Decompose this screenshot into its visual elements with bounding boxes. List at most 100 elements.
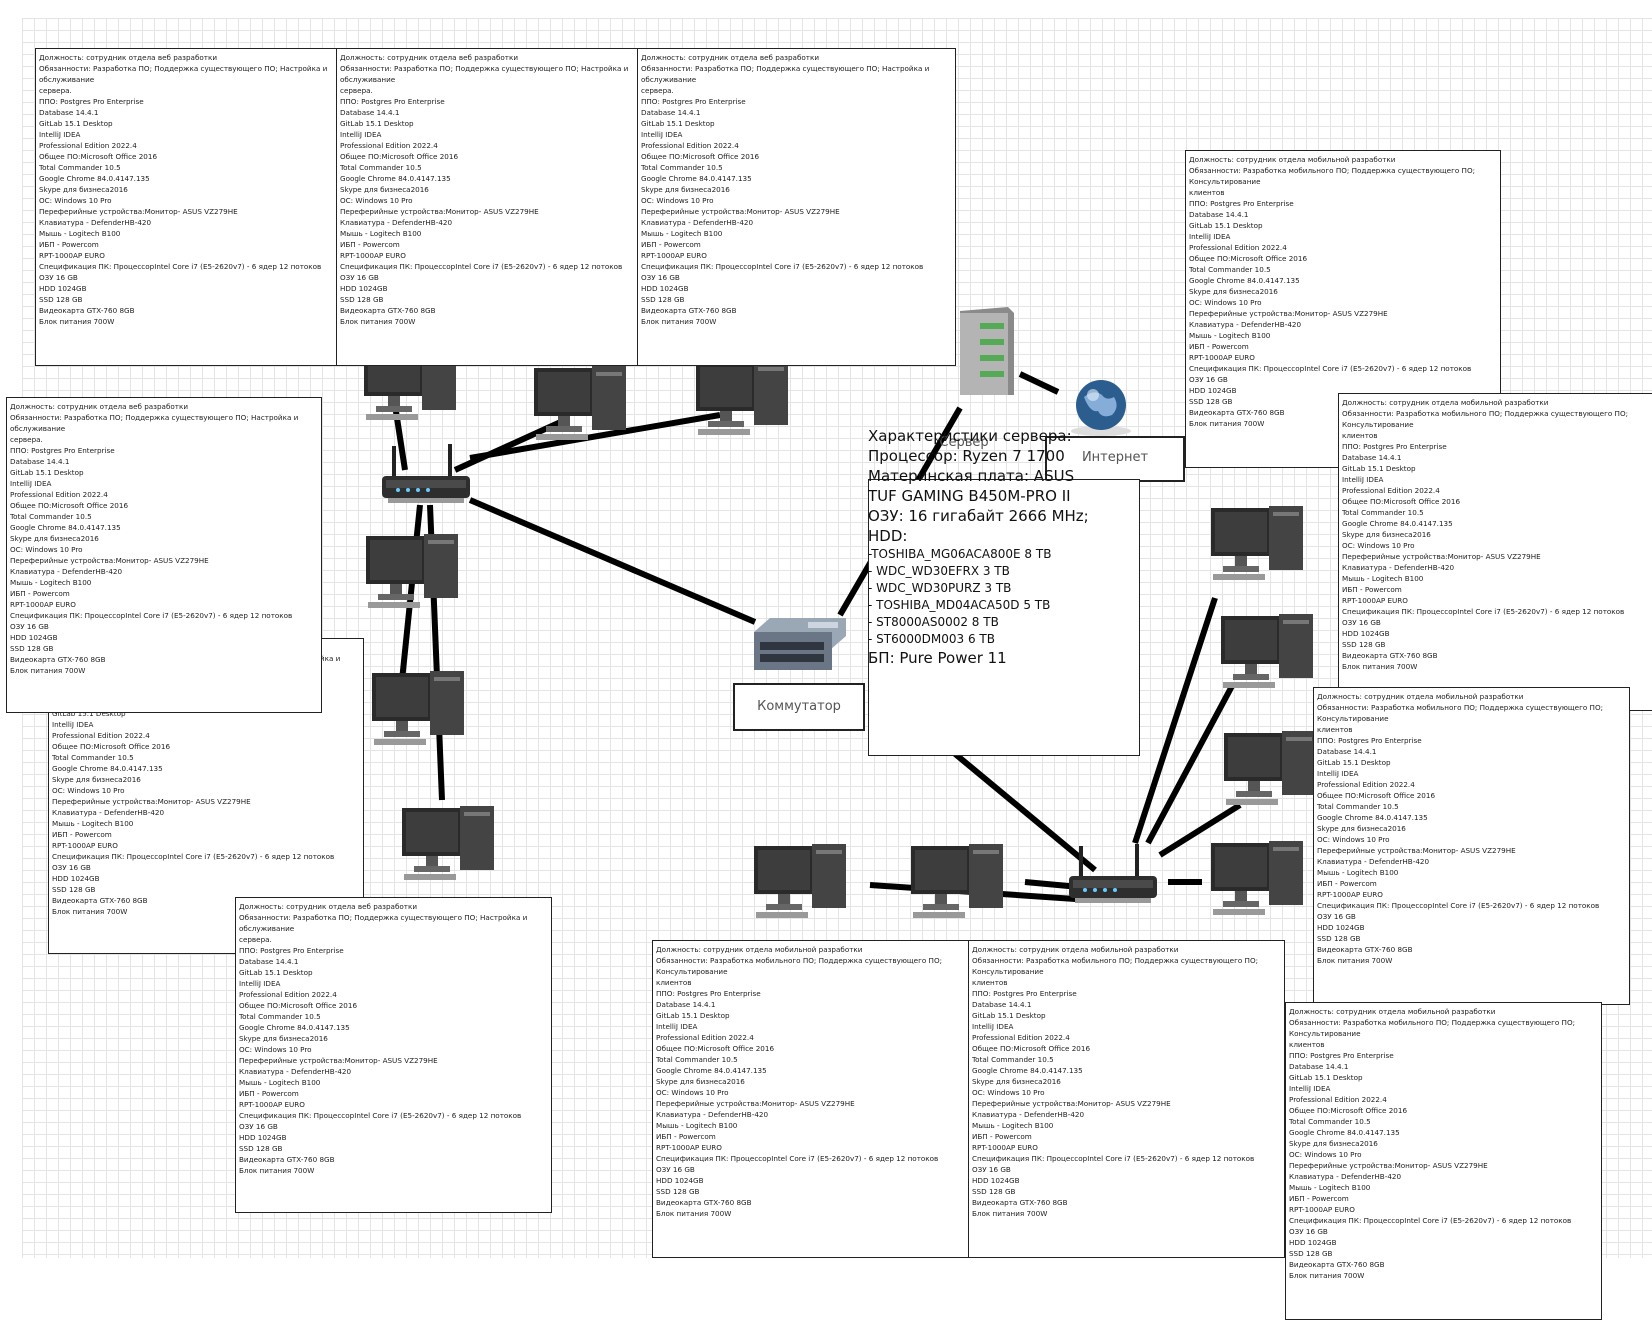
card-line: Skype для бизнеса2016 bbox=[52, 775, 141, 784]
switch-label: Коммутатор bbox=[733, 683, 865, 731]
card-line: Блок питания 700W bbox=[972, 1209, 1048, 1218]
card-line: Переферийные устройства:Монитор- ASUS VZ… bbox=[1342, 552, 1541, 561]
card-line: Professional Edition 2022.4 bbox=[239, 990, 337, 999]
card-line: RPT-1000AP EURO bbox=[39, 251, 105, 260]
card-line: RPT-1000AP EURO bbox=[340, 251, 406, 260]
card-line: Total Commander 10.5 bbox=[52, 753, 134, 762]
server-specs-hdd-item: - TOSHIBA_MD04ACA50D 5 TB bbox=[868, 598, 1051, 612]
card-line: Спецификация ПК: ПроцессорIntel Core i7 … bbox=[239, 1111, 522, 1120]
card-line: Переферийные устройства:Монитор- ASUS VZ… bbox=[1189, 309, 1388, 318]
card-line: GitLab 15.1 Desktop bbox=[641, 119, 715, 128]
workstation-icon bbox=[1221, 614, 1313, 688]
card-line: Блок питания 700W bbox=[1317, 956, 1393, 965]
card-line: Professional Edition 2022.4 bbox=[641, 141, 739, 150]
card-line: Видеокарта GTX-760 8GB bbox=[1189, 408, 1285, 417]
card-line: SSD 128 GB bbox=[641, 295, 685, 304]
server-specs-hdd-item: - WDC_WD30EFRX 3 TB bbox=[868, 564, 1010, 578]
card-line: Переферийные устройства:Монитор- ASUS VZ… bbox=[1289, 1161, 1488, 1170]
card-line: RPT-1000AP EURO bbox=[1289, 1205, 1355, 1214]
card-line: Professional Edition 2022.4 bbox=[1317, 780, 1415, 789]
card-line: GitLab 15.1 Desktop bbox=[1189, 221, 1263, 230]
card-line: GitLab 15.1 Desktop bbox=[972, 1011, 1046, 1020]
card-line: IntelliJ IDEA bbox=[1317, 769, 1359, 778]
card-line: Skype для бизнеса2016 bbox=[1317, 824, 1406, 833]
card-line: сервера. bbox=[239, 935, 272, 944]
card-line: SSD 128 GB bbox=[1317, 934, 1361, 943]
card-line: Google Chrome 84.0.4147.135 bbox=[972, 1066, 1083, 1075]
wire-router1-pc3 bbox=[469, 412, 721, 461]
employee-card-mobile: Должность: сотрудник отдела мобильной ра… bbox=[1313, 687, 1630, 1005]
card-line: GitLab 15.1 Desktop bbox=[39, 119, 113, 128]
card-line: SSD 128 GB bbox=[972, 1187, 1016, 1196]
card-line: HDD 1024GB bbox=[10, 633, 58, 642]
card-line: ИБП - Powercom bbox=[10, 589, 70, 598]
server-specs-hdd-item: - WDC_WD30PURZ 3 TB bbox=[868, 581, 1012, 595]
workstation-icon bbox=[1211, 841, 1303, 915]
card-line: Skype для бизнеса2016 bbox=[1189, 287, 1278, 296]
card-line: IntelliJ IDEA bbox=[52, 720, 94, 729]
employee-card-mobile: Должность: сотрудник отдела мобильной ра… bbox=[968, 940, 1285, 1258]
employee-card-mobile: Должность: сотрудник отдела мобильной ра… bbox=[652, 940, 969, 1258]
card-line: клиентов bbox=[972, 978, 1008, 987]
workstation-icon bbox=[372, 671, 464, 745]
card-line: Должность: сотрудник отдела веб разработ… bbox=[340, 53, 518, 62]
wire-router1-switch bbox=[468, 497, 757, 625]
card-line: Клавиатура - DefenderHB-420 bbox=[52, 808, 165, 817]
card-line: Видеокарта GTX-760 8GB bbox=[656, 1198, 752, 1207]
card-line: Мышь - Logitech B100 bbox=[641, 229, 723, 238]
card-line: Блок питания 700W bbox=[656, 1209, 732, 1218]
card-line: Видеокарта GTX-760 8GB bbox=[39, 306, 135, 315]
card-line: ОЗУ 16 GB bbox=[656, 1165, 695, 1174]
card-line: Видеокарта GTX-760 8GB bbox=[10, 655, 106, 664]
card-line: ОЗУ 16 GB bbox=[1289, 1227, 1328, 1236]
card-line: ОЗУ 16 GB bbox=[1317, 912, 1356, 921]
card-line: RPT-1000AP EURO bbox=[52, 841, 118, 850]
card-line: Professional Edition 2022.4 bbox=[656, 1033, 754, 1042]
server-icon bbox=[960, 307, 1014, 395]
card-line: GitLab 15.1 Desktop bbox=[656, 1011, 730, 1020]
card-line: Видеокарта GTX-760 8GB bbox=[1342, 651, 1438, 660]
card-line: ОЗУ 16 GB bbox=[972, 1165, 1011, 1174]
card-line: ППО: Postgres Pro Enterprise bbox=[641, 97, 746, 106]
employee-card-web: Должность: сотрудник отдела веб разработ… bbox=[35, 48, 337, 366]
router-icon bbox=[382, 444, 470, 503]
card-line: Database 14.4.1 bbox=[656, 1000, 716, 1009]
card-line: клиентов bbox=[1189, 188, 1225, 197]
card-line: ППО: Postgres Pro Enterprise bbox=[656, 989, 761, 998]
card-line: Total Commander 10.5 bbox=[239, 1012, 321, 1021]
card-line: GitLab 15.1 Desktop bbox=[340, 119, 414, 128]
card-line: Database 14.4.1 bbox=[641, 108, 701, 117]
card-line: ИБП - Powercom bbox=[1189, 342, 1249, 351]
card-line: IntelliJ IDEA bbox=[656, 1022, 698, 1031]
card-line: Клавиатура - DefenderHB-420 bbox=[656, 1110, 769, 1119]
card-line: ОЗУ 16 GB bbox=[39, 273, 78, 282]
card-line: Должность: сотрудник отдела мобильной ра… bbox=[1317, 692, 1524, 701]
card-line: Видеокарта GTX-760 8GB bbox=[340, 306, 436, 315]
card-line: Мышь - Logitech B100 bbox=[656, 1121, 738, 1130]
workstation-icon bbox=[1211, 506, 1303, 580]
card-line: Мышь - Logitech B100 bbox=[239, 1078, 321, 1087]
card-line: ИБП - Powercom bbox=[340, 240, 400, 249]
card-line: Мышь - Logitech B100 bbox=[1342, 574, 1424, 583]
card-line: Total Commander 10.5 bbox=[1342, 508, 1424, 517]
card-line: Блок питания 700W bbox=[10, 666, 86, 675]
card-line: IntelliJ IDEA bbox=[340, 130, 382, 139]
card-line: Google Chrome 84.0.4147.135 bbox=[52, 764, 163, 773]
card-line: ППО: Postgres Pro Enterprise bbox=[10, 446, 115, 455]
card-line: Обязанности: Разработка ПО; Поддержка су… bbox=[340, 64, 629, 84]
card-line: ИБП - Powercom bbox=[39, 240, 99, 249]
card-line: Спецификация ПК: ПроцессорIntel Core i7 … bbox=[340, 262, 623, 271]
card-line: Skype для бизнеса2016 bbox=[656, 1077, 745, 1086]
card-line: Мышь - Logitech B100 bbox=[52, 819, 134, 828]
card-line: Спецификация ПК: ПроцессорIntel Core i7 … bbox=[10, 611, 293, 620]
card-line: SSD 128 GB bbox=[340, 295, 384, 304]
server-specs-title: Характеристики сервера: bbox=[868, 427, 1072, 445]
card-line: Должность: сотрудник отдела веб разработ… bbox=[39, 53, 217, 62]
card-line: сервера. bbox=[39, 86, 72, 95]
card-line: Клавиатура - DefenderHB-420 bbox=[972, 1110, 1085, 1119]
card-line: Блок питания 700W bbox=[1189, 419, 1265, 428]
card-line: Google Chrome 84.0.4147.135 bbox=[641, 174, 752, 183]
card-line: Professional Edition 2022.4 bbox=[1342, 486, 1440, 495]
card-line: IntelliJ IDEA bbox=[1189, 232, 1231, 241]
